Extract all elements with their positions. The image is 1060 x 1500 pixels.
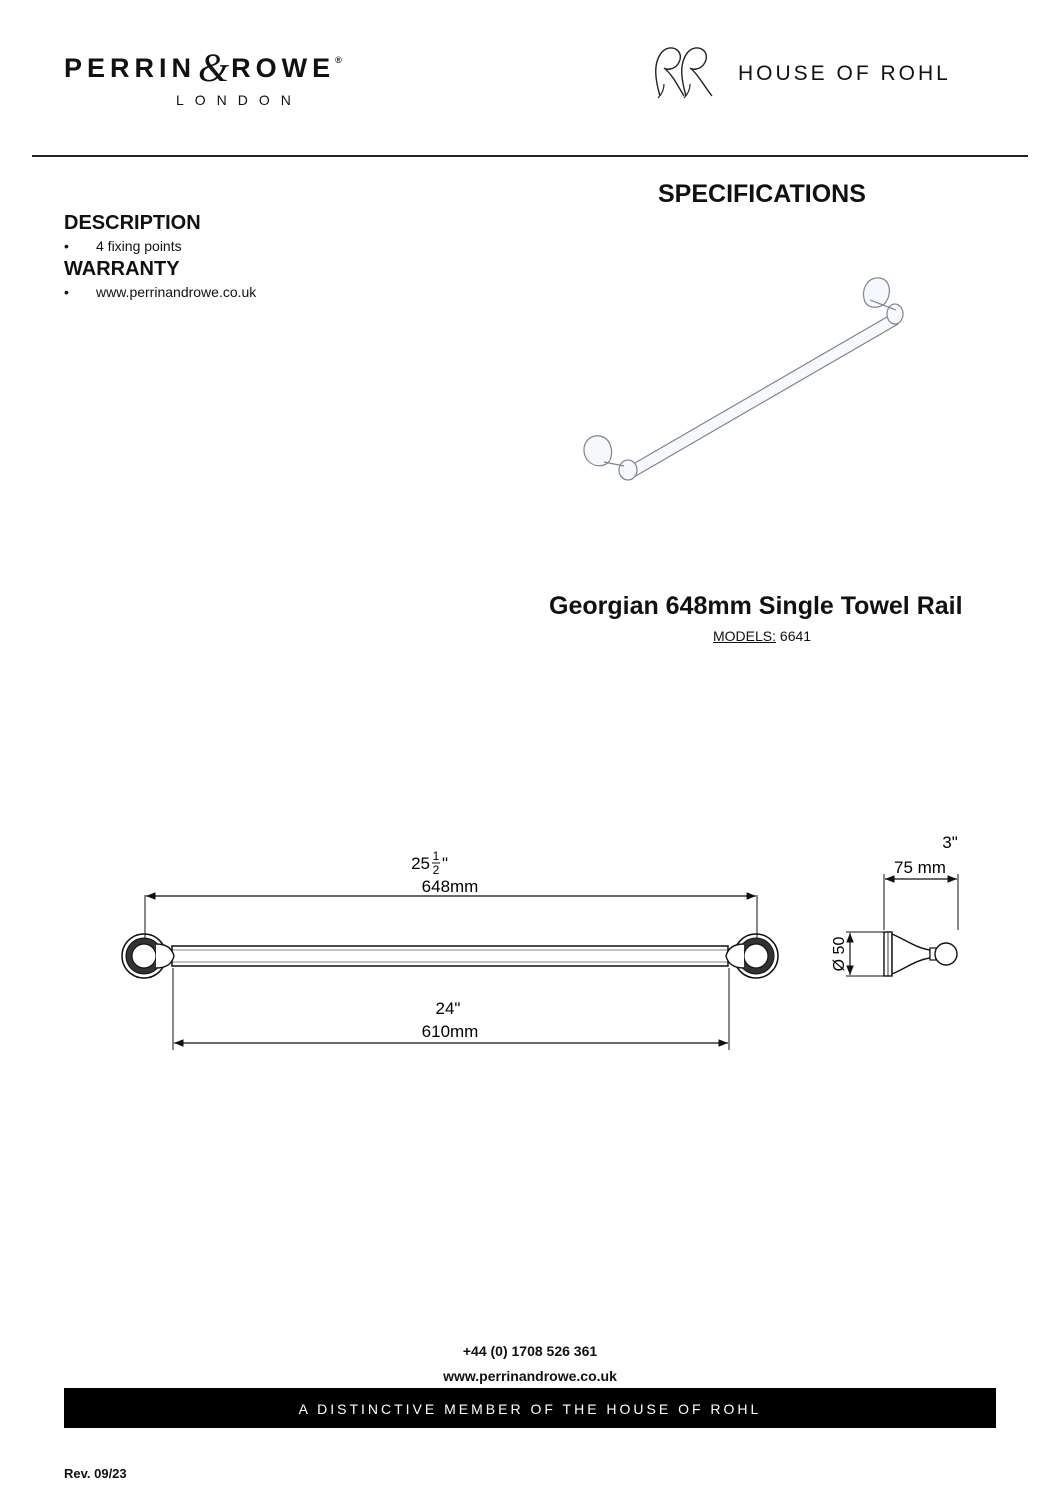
warranty-item: • www.perrinandrowe.co.uk	[64, 284, 256, 300]
description-item: • 4 fixing points	[64, 238, 182, 254]
inner-mm-label: 610mm	[422, 1022, 479, 1041]
projection-inch-label: 3"	[942, 833, 958, 852]
overall-mm-label: 648mm	[422, 877, 479, 896]
overall-inch-whole: 25	[411, 854, 430, 873]
description-heading: DESCRIPTION	[64, 212, 201, 234]
footer-website: www.perrinandrowe.co.uk	[443, 1368, 617, 1384]
warranty-heading: WARRANTY	[64, 258, 180, 280]
brand-ampersand: &	[198, 45, 230, 90]
footer-phone: +44 (0) 1708 526 361	[462, 1343, 598, 1359]
description-item-text: 4 fixing points	[96, 238, 182, 254]
inner-inch-label: 24"	[436, 999, 461, 1018]
house-of-rohl-name: HOUSE OF ROHL	[738, 62, 951, 85]
overall-inch-denominator: 2	[433, 863, 440, 877]
projection-mm-label: 75 mm	[894, 858, 946, 877]
registered-mark: ®	[335, 55, 342, 65]
footer-tagline-bar: A DISTINCTIVE MEMBER OF THE HOUSE OF ROH…	[64, 1388, 996, 1428]
overall-inch-mark: "	[442, 854, 448, 873]
front-view-drawing: 25 1 2 " 648mm 24" 610mm	[121, 849, 779, 1050]
revision-label: Rev. 09/23	[64, 1466, 127, 1481]
perrin-rowe-logo: PERRIN&ROWE®	[64, 44, 342, 91]
diameter-label: Ø 50	[831, 937, 848, 972]
page-title: SPECIFICATIONS	[658, 180, 866, 208]
warranty-item-text: www.perrinandrowe.co.uk	[96, 284, 257, 300]
product-name: Georgian 648mm Single Towel Rail	[549, 592, 963, 620]
bullet-glyph: •	[64, 238, 69, 254]
brand-subtitle-london: LONDON	[176, 92, 302, 108]
models-label: MODELS:	[713, 628, 777, 644]
bullet-glyph: •	[64, 284, 69, 300]
towel-rail-illustration	[583, 277, 904, 481]
side-view-drawing: 3" 75 mm Ø 50	[831, 833, 959, 977]
brand-name-perrin: PERRIN	[64, 53, 197, 83]
brand-name-rowe: ROWE	[231, 53, 336, 83]
overall-inch-numerator: 1	[433, 849, 440, 863]
models-line: MODELS: 6641	[713, 628, 811, 644]
header-divider	[32, 155, 1028, 157]
house-of-rohl-monogram: RR	[655, 47, 713, 99]
models-value: 6641	[779, 628, 812, 644]
